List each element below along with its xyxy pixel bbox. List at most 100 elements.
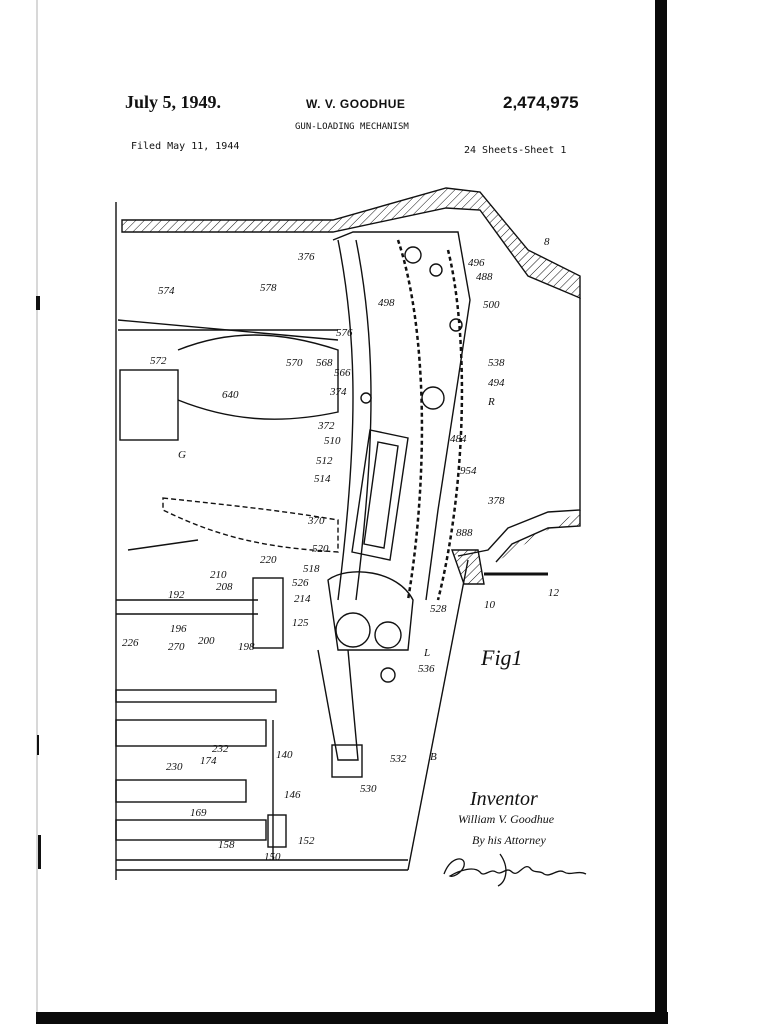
hull-wall xyxy=(457,298,581,557)
inventor-name: W. V. GOODHUE xyxy=(306,97,406,111)
gun-slide xyxy=(115,689,277,703)
scan-border-right xyxy=(655,0,667,1024)
clamp xyxy=(267,814,287,848)
scan-border-bottom xyxy=(36,1012,668,1024)
ref-numeral: 125 xyxy=(292,617,309,629)
ref-numeral: 570 xyxy=(286,357,303,369)
frame-sloped-side xyxy=(407,559,469,871)
margin-mark xyxy=(37,735,39,755)
ref-numeral: 152 xyxy=(298,835,315,847)
ref-numeral: 526 xyxy=(292,577,309,589)
pulley xyxy=(449,318,463,332)
left-housing xyxy=(119,369,179,441)
ref-numeral: 538 xyxy=(488,357,505,369)
filed-date: Filed May 11, 1944 xyxy=(131,141,240,152)
rammer-cylinder xyxy=(351,429,409,561)
pin xyxy=(360,392,372,404)
ref-numeral: 169 xyxy=(190,807,207,819)
ref-numeral: 226 xyxy=(122,637,139,649)
patent-title: GUN-LOADING MECHANISM xyxy=(295,122,409,132)
ref-numeral: 8 xyxy=(544,236,550,248)
ref-numeral: G xyxy=(178,449,186,461)
ref-numeral: 576 xyxy=(336,327,353,339)
ref-numeral: 232 xyxy=(212,743,229,755)
ref-numeral: 378 xyxy=(487,495,505,507)
ref-numeral: 140 xyxy=(276,749,293,761)
chain-drive xyxy=(436,249,464,601)
attorney-line: By his Attorney xyxy=(472,833,546,847)
margin-mark xyxy=(38,835,41,869)
ref-numeral: 192 xyxy=(168,589,185,601)
ref-numeral: 214 xyxy=(294,593,311,605)
ref-numeral: 528 xyxy=(430,603,447,615)
ref-numeral: 200 xyxy=(198,635,215,647)
ref-numeral: 230 xyxy=(166,761,183,773)
ref-numeral: 10 xyxy=(484,599,496,611)
chain-drive xyxy=(396,239,424,601)
rammer-piston xyxy=(363,441,399,549)
ref-numeral: 496 xyxy=(468,257,485,269)
inventor-signature-name: William V. Goodhue xyxy=(458,812,555,826)
mount-bracket xyxy=(451,549,485,585)
ref-numeral: 370 xyxy=(307,515,325,527)
scan-margin-right xyxy=(667,0,768,1024)
sprocket-gear xyxy=(421,386,445,410)
shell-upper xyxy=(177,334,339,420)
patent-date: July 5, 1949. xyxy=(125,92,222,112)
ref-numeral: 500 xyxy=(483,299,500,311)
sheet-count: 24 Sheets-Sheet 1 xyxy=(464,145,567,156)
ref-numeral: 640 xyxy=(222,389,239,401)
inventor-heading: Inventor xyxy=(470,788,538,810)
lower-arm xyxy=(317,649,359,761)
ref-numeral: 220 xyxy=(260,554,277,566)
gear xyxy=(374,621,402,649)
margin-mark xyxy=(36,296,40,310)
gear-housing xyxy=(327,571,414,651)
attorney-signature xyxy=(443,853,587,887)
ref-numeral: 498 xyxy=(378,297,395,309)
sprocket xyxy=(429,263,443,277)
shell-lower xyxy=(162,497,339,553)
ref-numeral: 510 xyxy=(324,435,341,447)
figure-label: Fig1 xyxy=(481,645,523,670)
rack-gear xyxy=(115,719,267,747)
ref-numeral: 568 xyxy=(316,357,333,369)
ref-numeral: B xyxy=(430,751,437,763)
ref-numeral: 158 xyxy=(218,839,235,851)
ref-numeral: 196 xyxy=(170,623,187,635)
ref-numeral: 536 xyxy=(418,663,435,675)
ref-numeral: 572 xyxy=(150,355,167,367)
ref-numeral: L xyxy=(423,647,430,659)
ref-numeral: 954 xyxy=(460,465,477,477)
breech-linkage xyxy=(127,539,199,551)
ref-numeral: 208 xyxy=(216,581,233,593)
ref-numeral: 210 xyxy=(210,569,227,581)
base-rail xyxy=(115,779,247,803)
ref-numeral: 532 xyxy=(390,753,407,765)
ref-numeral: 146 xyxy=(284,789,301,801)
ref-numeral: 512 xyxy=(316,455,333,467)
pulley xyxy=(380,667,396,683)
ref-numeral: 376 xyxy=(297,251,315,263)
ref-numeral: 566 xyxy=(334,367,351,379)
ref-numeral: 374 xyxy=(329,386,347,398)
base-plate xyxy=(115,819,267,841)
patent-number: 2,474,975 xyxy=(503,93,579,112)
lower-bracket xyxy=(331,744,363,778)
reference-numerals: 376 8 496 488 498 500 574 578 576 572 57… xyxy=(122,236,560,863)
scan-edge-line xyxy=(36,0,38,1024)
hull-top-section xyxy=(121,187,581,300)
breech-block xyxy=(252,577,284,649)
mechanism-drawing: 376 8 496 488 498 500 574 578 576 572 57… xyxy=(115,187,581,880)
ref-numeral: 12 xyxy=(548,587,560,599)
loader-guide-rail xyxy=(355,239,372,601)
ref-numeral: 488 xyxy=(476,271,493,283)
ref-numeral: 484 xyxy=(450,433,467,445)
ref-numeral: R xyxy=(487,396,495,408)
ref-numeral: 372 xyxy=(317,420,335,432)
loader-housing xyxy=(332,231,471,601)
ref-numeral: 578 xyxy=(260,282,277,294)
ref-numeral: 150 xyxy=(264,851,281,863)
loader-guide-rail xyxy=(337,239,354,601)
ref-numeral: 514 xyxy=(314,473,331,485)
